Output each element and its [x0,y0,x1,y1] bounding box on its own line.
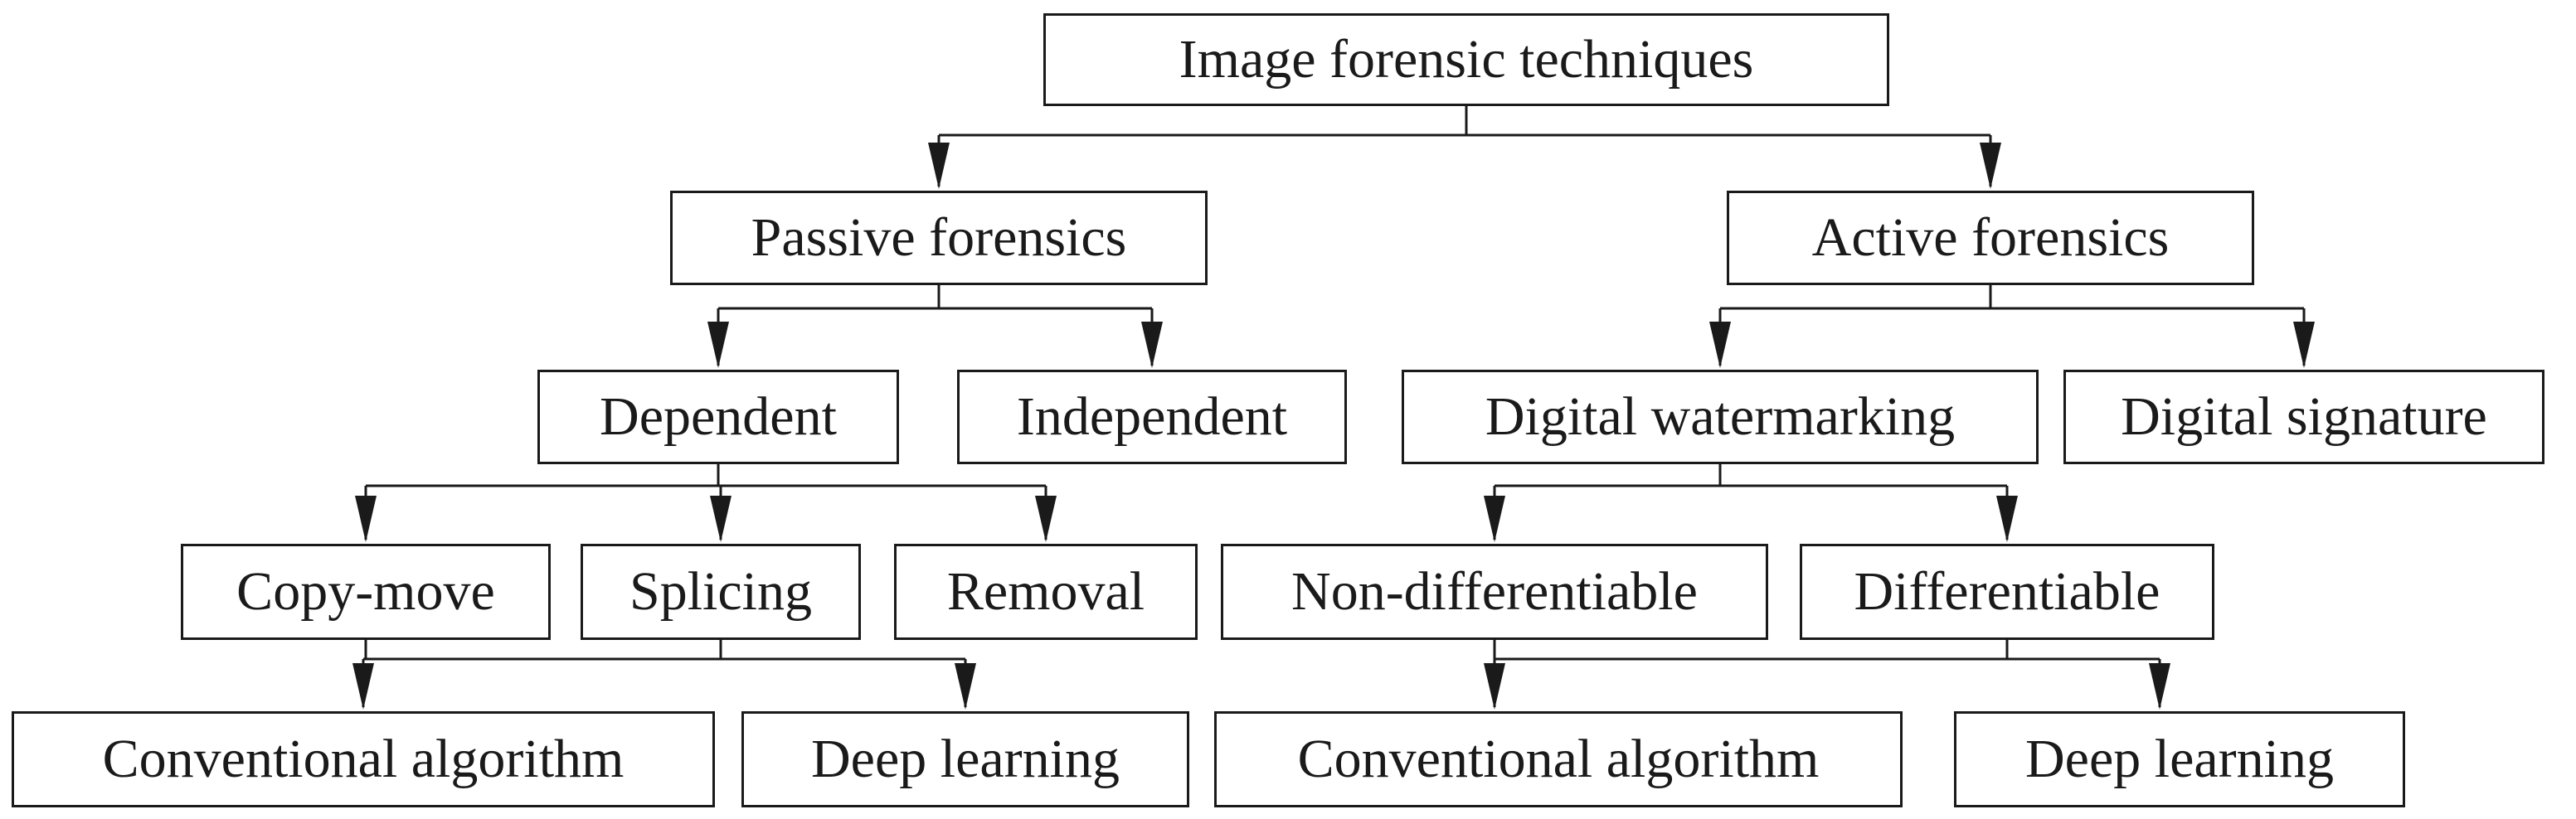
arrowhead-signature-icon [2293,322,2315,368]
arrowhead-dependent-icon [707,322,729,368]
connector-passive-to-children [717,285,1154,366]
connector-active-methods-rail [1493,640,2161,707]
arrowhead-splicing-icon [710,496,731,542]
arrowhead-deep-learning-passive-icon [955,663,976,710]
connector-arrowheads [352,143,2315,710]
node-image-forensic-techniques: Image forensic techniques [1043,13,1889,106]
node-dependent: Dependent [537,370,899,464]
node-digital-signature: Digital signature [2063,370,2544,464]
node-deep-learning-passive: Deep learning [741,711,1189,807]
arrowhead-copy-move-icon [355,496,377,542]
node-removal: Removal [894,544,1198,640]
node-non-differentiable: Non-differentiable [1221,544,1768,640]
arrowhead-deep-learning-active-icon [2149,663,2170,710]
arrowhead-removal-icon [1035,496,1057,542]
connector-dependent-to-children [364,464,1047,540]
node-conventional-algorithm-passive: Conventional algorithm [12,711,715,807]
connector-root-to-children [937,106,1992,187]
arrowhead-passive-icon [928,143,950,189]
arrowhead-conventional-passive-icon [352,663,374,710]
connector-active-to-children [1718,285,2306,366]
node-digital-watermarking: Digital watermarking [1402,370,2039,464]
node-conventional-algorithm-active: Conventional algorithm [1214,711,1903,807]
connector-watermarking-to-children [1493,464,2009,540]
node-independent: Independent [957,370,1347,464]
node-passive-forensics: Passive forensics [670,191,1208,285]
node-deep-learning-active: Deep learning [1954,711,2405,807]
arrowhead-watermarking-icon [1709,322,1731,368]
arrowhead-non-differentiable-icon [1484,496,1505,542]
connector-passive-methods-rail [362,640,967,707]
node-active-forensics: Active forensics [1727,191,2254,285]
node-copy-move: Copy-move [181,544,551,640]
arrowhead-conventional-active-icon [1484,663,1505,710]
node-differentiable: Differentiable [1800,544,2214,640]
arrowhead-active-icon [1980,143,2001,189]
node-splicing: Splicing [581,544,861,640]
arrowhead-independent-icon [1141,322,1163,368]
arrowhead-differentiable-icon [1996,496,2018,542]
